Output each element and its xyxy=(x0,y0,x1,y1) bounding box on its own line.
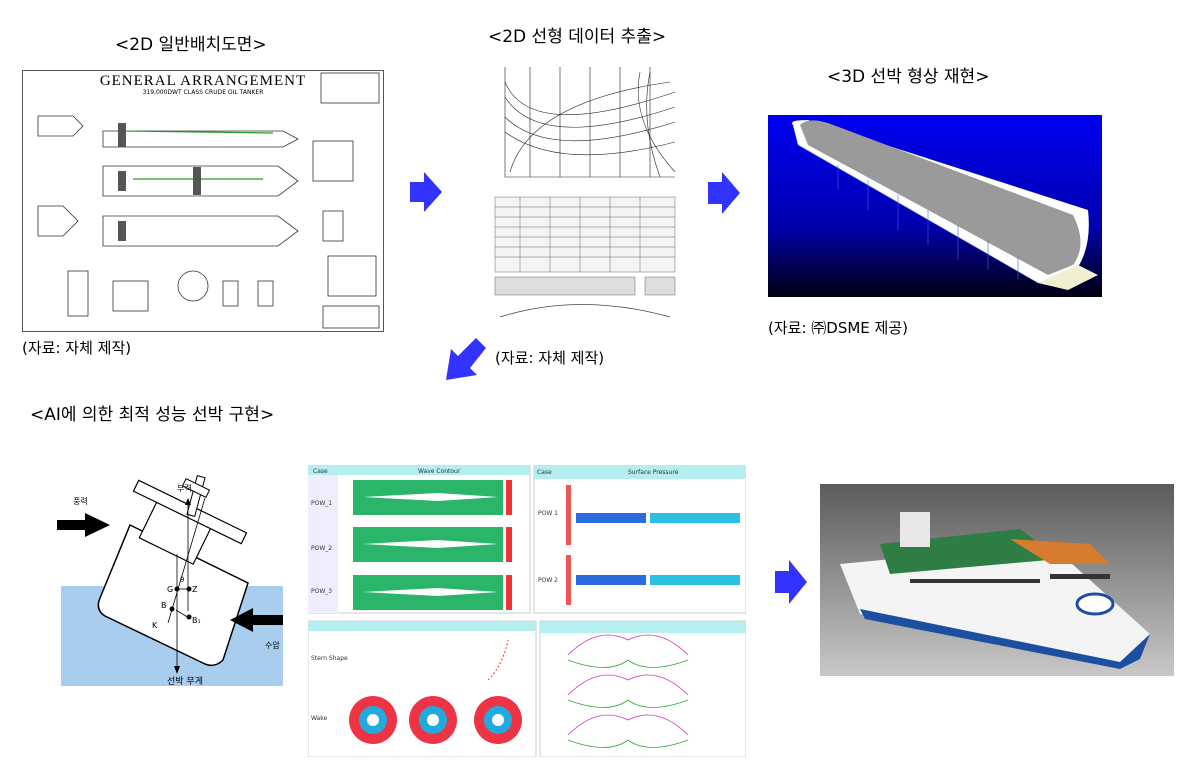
general-arrangement-drawing: GENERAL ARRANGEMENT 319,000DWT CLASS CRU… xyxy=(22,70,384,332)
ga-drawing-subtitle: 319,000DWT CLASS CRUDE OIL TANKER xyxy=(142,89,264,96)
pressure-row-pow1: POW 1 xyxy=(538,510,558,517)
label-k: K xyxy=(152,621,158,630)
wake-label: Wake xyxy=(311,715,327,722)
model3d-caption: (자료: ㈜DSME 제공) xyxy=(768,319,908,337)
model3d-title: <3D 선박 형상 재현> xyxy=(827,67,990,87)
row-pow2: POW_2 xyxy=(311,545,332,552)
pressure-case-header: Case xyxy=(537,469,552,476)
label-b: B xyxy=(161,601,167,610)
row-pow1: POW_1 xyxy=(311,500,332,507)
arrow-right-icon xyxy=(708,172,740,214)
arrow-down-left-icon xyxy=(446,338,486,380)
surface-pressure-header: Surface Pressure xyxy=(628,469,679,476)
label-g: G xyxy=(167,585,173,594)
label-b1: B₁ xyxy=(192,616,201,625)
ai-title: <AI에 의한 최적 성능 선박 구현> xyxy=(30,405,275,425)
row-pow3: POW_3 xyxy=(311,588,332,595)
optimized-ferry-image xyxy=(820,484,1174,676)
label-theta: θ xyxy=(180,576,184,584)
ga-drawing-lines xyxy=(37,72,380,329)
stern-shape-label: Stern Shape xyxy=(311,655,348,662)
lines-caption: (자료: 자체 제작) xyxy=(495,349,605,367)
label-z: Z xyxy=(192,585,198,594)
stability-diagram: 풍력 부력 수압 선박 무게 G Z θ B B₁ K xyxy=(57,475,283,687)
3d-hull-model xyxy=(768,115,1102,297)
wave-contour-header: Wave Contour xyxy=(418,468,461,475)
ga-caption: (자료: 자체 제작) xyxy=(22,339,132,357)
arrow-right-icon xyxy=(775,560,807,604)
ga-title: <2D 일반배치도면> xyxy=(115,35,267,55)
water-pressure-label: 수압 xyxy=(265,641,280,650)
buoyancy-label: 부력 xyxy=(177,483,192,493)
cfd-case-header: Case xyxy=(313,468,328,475)
weight-label: 선박 무게 xyxy=(167,676,203,687)
arrow-right-icon xyxy=(410,172,442,212)
lines-title: <2D 선형 데이터 추출> xyxy=(488,27,667,47)
ga-drawing-title: GENERAL ARRANGEMENT xyxy=(99,73,307,89)
wind-label: 풍력 xyxy=(73,496,88,506)
lines-plan-drawing xyxy=(490,62,680,318)
cfd-analysis-results: Case Wave Contour POW_1 POW_2 POW_3 Case… xyxy=(308,465,746,757)
pressure-row-pow2: POW 2 xyxy=(538,577,558,584)
